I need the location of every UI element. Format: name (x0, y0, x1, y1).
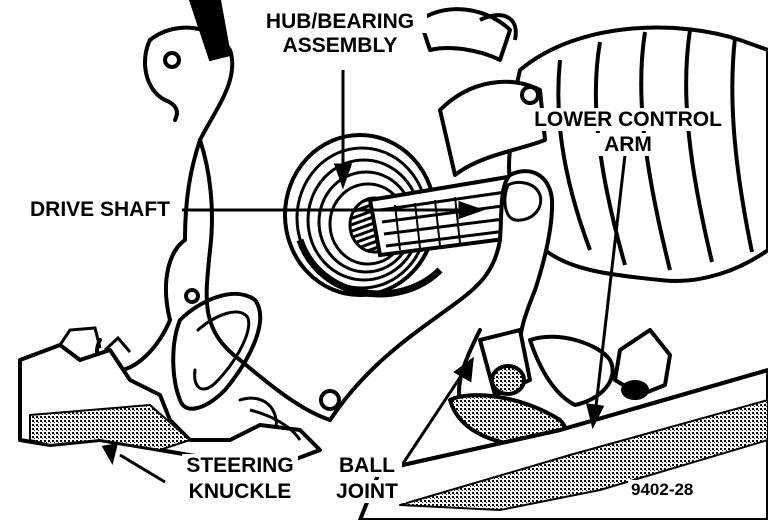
label-lower-control-arm-line2: ARM (596, 133, 660, 156)
label-ball-joint-line1: BALL (332, 454, 402, 477)
figure-number: 9402-28 (628, 480, 697, 500)
label-steering-knuckle-line1: STEERING (182, 454, 298, 477)
knuckle-lower-shading (18, 326, 341, 467)
drive-shaft-part (367, 172, 538, 258)
label-steering-knuckle-line2: KNUCKLE (182, 480, 298, 503)
label-hub-bearing-line2: ASSEMBLY (268, 34, 412, 57)
label-drive-shaft: DRIVE SHAFT (28, 198, 182, 221)
label-ball-joint-line2: JOINT (328, 480, 406, 503)
label-lower-control-arm-line1: LOWER CONTROL (526, 108, 730, 131)
leader-lines (101, 70, 627, 484)
label-hub-bearing-line1: HUB/BEARING (253, 10, 427, 33)
